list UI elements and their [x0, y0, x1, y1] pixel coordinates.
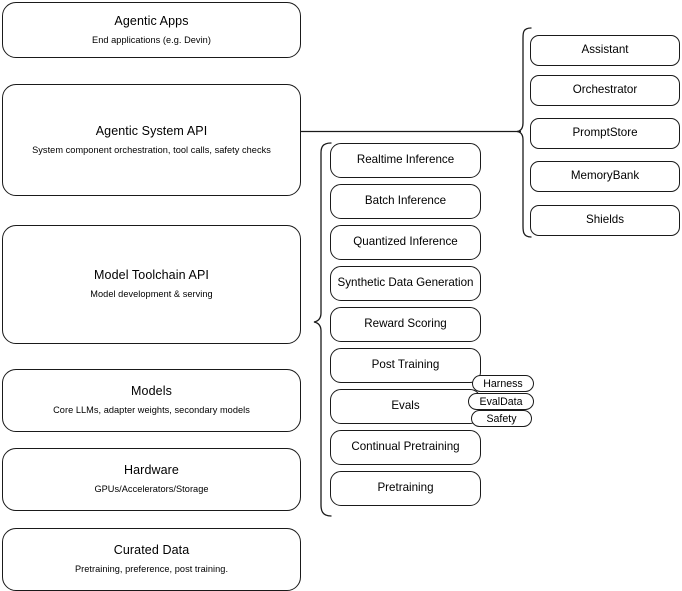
- stack-layer-hardware[interactable]: Hardware GPUs/Accelerators/Storage: [2, 448, 301, 511]
- stack-layer-agentic-apps[interactable]: Agentic Apps End applications (e.g. Devi…: [2, 2, 301, 58]
- stack-layer-agentic-system-api[interactable]: Agentic System API System component orch…: [2, 84, 301, 196]
- capability-continual-pretraining[interactable]: Continual Pretraining: [330, 430, 481, 465]
- capability-label: Quantized Inference: [353, 235, 458, 249]
- system-component-label: Assistant: [581, 43, 629, 57]
- stack-layer-subtitle: System component orchestration, tool cal…: [32, 144, 271, 155]
- eval-badge-label: Harness: [483, 377, 523, 390]
- system-component-shields[interactable]: Shields: [530, 205, 680, 236]
- eval-badge-safety[interactable]: Safety: [471, 410, 532, 427]
- capability-pretraining[interactable]: Pretraining: [330, 471, 481, 506]
- stack-layer-subtitle: GPUs/Accelerators/Storage: [94, 484, 209, 495]
- stack-layer-subtitle: Model development & serving: [90, 289, 213, 300]
- stack-layer-title: Agentic System API: [95, 123, 208, 138]
- capability-label: Synthetic Data Generation: [337, 276, 474, 290]
- capability-label: Continual Pretraining: [351, 440, 460, 454]
- stack-layer-subtitle: Core LLMs, adapter weights, secondary mo…: [53, 405, 250, 416]
- system-component-label: Orchestrator: [572, 83, 638, 97]
- capability-label: Batch Inference: [364, 194, 447, 208]
- stack-layer-title: Agentic Apps: [114, 13, 189, 28]
- system-components-brace: [516, 27, 532, 238]
- system-component-label: Shields: [585, 213, 625, 227]
- capability-evals[interactable]: Evals: [330, 389, 481, 424]
- stack-layer-curated-data[interactable]: Curated Data Pretraining, preference, po…: [2, 528, 301, 591]
- stack-layer-model-toolchain-api[interactable]: Model Toolchain API Model development & …: [2, 225, 301, 344]
- eval-badge-label: Safety: [486, 412, 517, 425]
- capability-label: Reward Scoring: [364, 317, 447, 331]
- system-component-orchestrator[interactable]: Orchestrator: [530, 75, 680, 106]
- stack-layer-title: Model Toolchain API: [94, 268, 209, 283]
- eval-badge-evaldata[interactable]: EvalData: [468, 393, 534, 410]
- capability-quantized-inference[interactable]: Quantized Inference: [330, 225, 481, 260]
- capability-label: Evals: [391, 399, 420, 413]
- system-component-label: PromptStore: [572, 126, 638, 140]
- capability-label: Post Training: [371, 358, 440, 372]
- stack-layer-subtitle: Pretraining, preference, post training.: [74, 564, 229, 575]
- stack-layer-subtitle: End applications (e.g. Devin): [92, 34, 211, 45]
- capability-realtime-inference[interactable]: Realtime Inference: [330, 143, 481, 178]
- system-component-promptstore[interactable]: PromptStore: [530, 118, 680, 149]
- capability-synthetic-data-generation[interactable]: Synthetic Data Generation: [330, 266, 481, 301]
- capability-reward-scoring[interactable]: Reward Scoring: [330, 307, 481, 342]
- eval-badge-label: EvalData: [479, 395, 523, 408]
- capability-label: Pretraining: [377, 481, 434, 495]
- system-component-label: MemoryBank: [570, 169, 640, 183]
- eval-badge-harness[interactable]: Harness: [472, 375, 534, 392]
- system-component-assistant[interactable]: Assistant: [530, 35, 680, 66]
- stack-layer-title: Hardware: [124, 463, 179, 478]
- toolchain-capabilities-brace: [313, 142, 332, 517]
- capability-batch-inference[interactable]: Batch Inference: [330, 184, 481, 219]
- capability-label: Realtime Inference: [356, 153, 455, 167]
- system-component-memorybank[interactable]: MemoryBank: [530, 161, 680, 192]
- stack-layer-title: Curated Data: [113, 543, 190, 558]
- stack-layer-models[interactable]: Models Core LLMs, adapter weights, secon…: [2, 369, 301, 432]
- capability-post-training[interactable]: Post Training: [330, 348, 481, 383]
- stack-layer-title: Models: [131, 384, 172, 399]
